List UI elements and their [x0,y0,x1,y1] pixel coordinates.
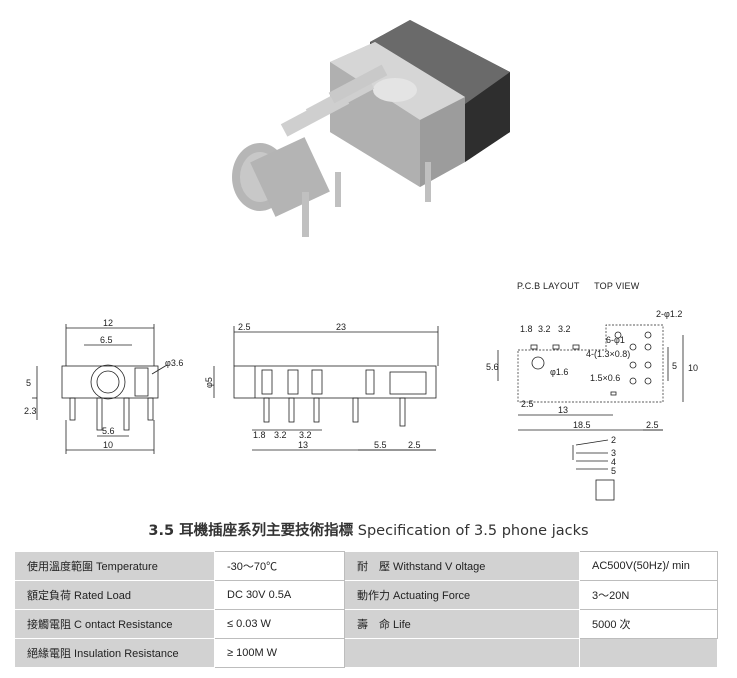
spec-value: 3～20N [579,580,718,610]
pin-label-5: 5 [611,466,616,476]
dim-phi-5: φ5 [204,377,214,388]
pcb-dim-2-phi-1-2: 2-φ1.2 [656,309,682,319]
pcb-dim-2-5-a: 2.5 [521,399,534,409]
spec-table-frame: 使用溫度範圍 Temperature -30～70℃ 耐 壓 Withstand… [14,551,718,668]
spec-value: AC500V(50Hz)/ min [579,551,718,581]
spec-key: 額定負荷 Rated Load [14,580,215,610]
spec-key: 使用溫度範圍 Temperature [14,551,215,581]
table-row: 接觸電阻 C ontact Resistance ≤ 0.03 W 壽 命 Li… [14,609,718,639]
dim-5-5: 5.5 [374,440,387,450]
dim-2-3: 2.3 [24,406,37,416]
pcb-dim-18-5: 18.5 [573,420,591,430]
pcb-dim-4-pads: 4-(1.3×0.8) [586,349,630,359]
dim-2-5: 2.5 [238,322,251,332]
dim-10: 10 [103,440,113,450]
spec-key: 壽 命 Life [344,609,580,639]
pin-label-4: 4 [611,457,616,467]
table-row: 額定負荷 Rated Load DC 30V 0.5A 動作力 Actuatin… [14,580,718,610]
pcb-dim-13: 13 [558,405,568,415]
spec-value: ≤ 0.03 W [214,609,345,639]
table-row: 絕緣電阻 Insulation Resistance ≥ 100M W [14,638,718,668]
dim-1-8: 1.8 [253,430,266,440]
pcb-dim-2-5-b: 2.5 [646,420,659,430]
spec-key: 動作力 Actuating Force [344,580,580,610]
dim-2-5-b: 2.5 [408,440,421,450]
dim-phi-3-6: φ3.6 [165,358,183,368]
dim-13: 13 [298,440,308,450]
spec-title-chinese: 3.5 耳機插座系列主要技術指標 [148,523,354,539]
pcb-layout-drawing: 2-φ1.2 1.8 3.2 3.2 6-φ1 4-(1.3×0.8) φ1.6… [486,309,698,501]
table-row: 使用溫度範圍 Temperature -30～70℃ 耐 壓 Withstand… [14,551,718,581]
spec-title-english: Specification of 3.5 phone jacks [357,523,589,539]
dim-6-5: 6.5 [100,335,113,345]
pcb-layout-heading: P.C.B LAYOUT TOP VIEW [517,281,651,291]
pcb-dim-1-8: 1.8 [520,324,533,334]
dim-23: 23 [336,322,346,332]
front-view-drawing: 12 6.5 φ3.6 5 2.3 5.6 10 [24,318,183,454]
spec-key: 接觸電阻 C ontact Resistance [14,609,215,639]
dim-height-5: 5 [26,378,31,388]
pcb-dim-phi-1-6: φ1.6 [550,367,568,377]
pcb-dim-3-2-b: 3.2 [558,324,571,334]
spec-value: 5000 次 [579,609,718,639]
spec-value [579,638,718,668]
pcb-dim-6-phi-1: 6-φ1 [606,335,625,345]
pin-label-2: 2 [611,435,616,445]
pcb-dim-5-6: 5.6 [486,362,499,372]
pcb-dim-10: 10 [688,363,698,373]
dim-width-12: 12 [103,318,113,328]
dim-3-2-b: 3.2 [299,430,312,440]
side-view-drawing: 2.5 23 φ5 1.8 3.2 3.2 13 5.5 2.5 [204,322,439,451]
spec-key [344,638,580,668]
dim-3-2-a: 3.2 [274,430,287,440]
spec-title: 3.5 耳機插座系列主要技術指標 Specification of 3.5 ph… [0,519,737,540]
spec-value: ≥ 100M W [214,638,345,668]
spec-table: 使用溫度範圍 Temperature -30～70℃ 耐 壓 Withstand… [14,551,718,668]
pcb-dim-1-5x0-6: 1.5×0.6 [590,373,620,383]
spec-value: DC 30V 0.5A [214,580,345,610]
top-view-label: TOP VIEW [594,281,640,291]
pin-label-3: 3 [611,448,616,458]
spec-value: -30～70℃ [214,551,345,581]
pcb-dim-5: 5 [672,361,677,371]
spec-key: 絕緣電阻 Insulation Resistance [14,638,215,668]
spec-key: 耐 壓 Withstand V oltage [344,551,580,581]
pcb-layout-label: P.C.B LAYOUT [517,281,580,291]
pcb-dim-3-2-a: 3.2 [538,324,551,334]
product-photo [232,20,510,237]
dim-5-6: 5.6 [102,426,115,436]
